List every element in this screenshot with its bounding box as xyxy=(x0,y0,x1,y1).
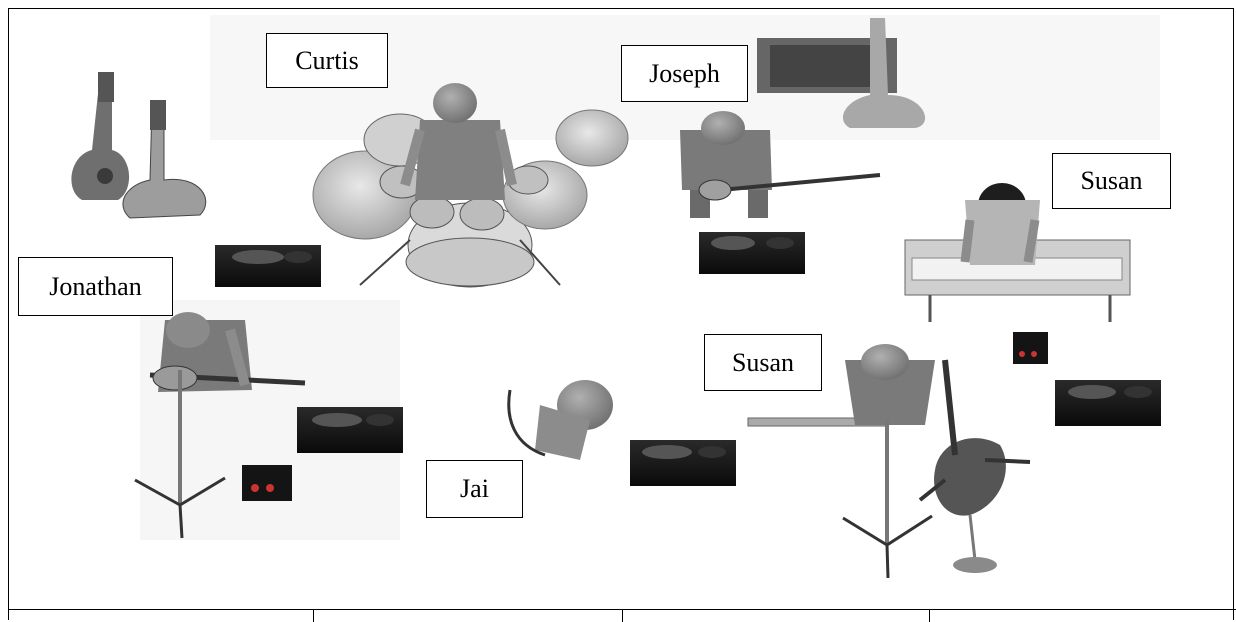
mic-stand-icon xyxy=(842,420,933,579)
guitar-icon xyxy=(757,18,926,128)
bagpipes-icon xyxy=(918,359,1031,573)
amplifier-icon xyxy=(1055,380,1161,426)
diagram-frame xyxy=(8,8,1234,620)
amplifier-icon xyxy=(630,440,736,486)
amplifier-icon xyxy=(215,245,321,287)
label-susan-winds: Susan xyxy=(704,334,822,391)
label-susan-keys: Susan xyxy=(1052,153,1171,209)
table-column-divider xyxy=(929,609,930,622)
musician-vocalist xyxy=(507,380,613,460)
amplifier-icon xyxy=(297,407,403,453)
table-column-divider xyxy=(313,609,314,622)
musician-bassist xyxy=(680,111,881,218)
musician-keyboardist xyxy=(960,183,1040,265)
guitar-icon xyxy=(71,72,130,200)
table-column-divider xyxy=(622,609,623,622)
di-box-icon xyxy=(242,465,292,501)
di-box-icon xyxy=(1013,332,1048,364)
drum-kit-icon xyxy=(312,83,629,288)
musician-wind-player xyxy=(845,344,935,425)
mic-stand-icon xyxy=(134,370,226,539)
keyboard-icon xyxy=(904,239,1131,322)
label-joseph: Joseph xyxy=(621,45,748,102)
label-jonathan: Jonathan xyxy=(18,257,173,316)
guitar-icon xyxy=(122,100,207,219)
label-jai: Jai xyxy=(426,460,523,518)
amplifier-icon xyxy=(699,232,805,274)
label-curtis: Curtis xyxy=(266,33,388,88)
